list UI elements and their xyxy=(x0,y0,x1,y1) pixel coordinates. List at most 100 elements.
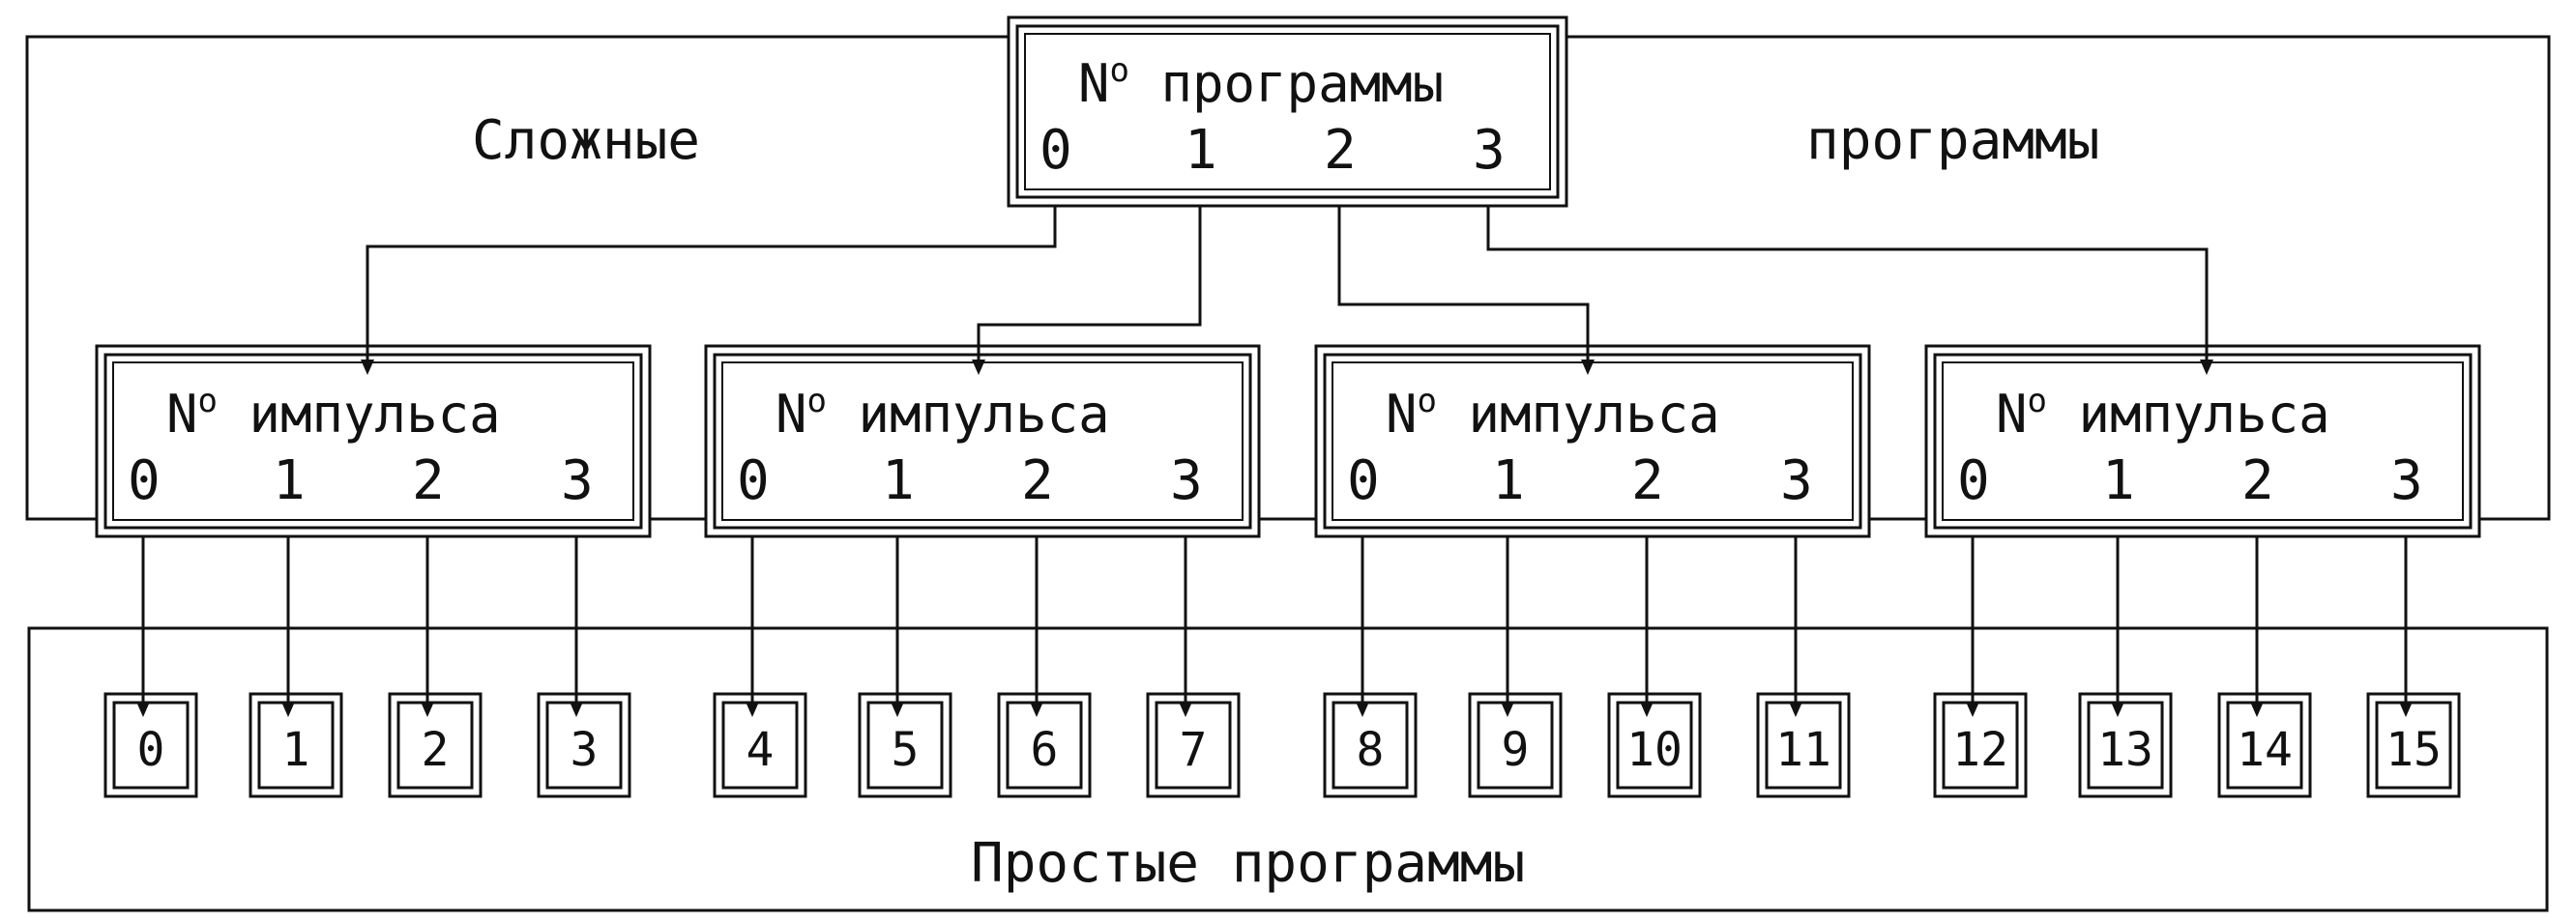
simple-program-number-9: 9 xyxy=(1501,723,1530,777)
pulse-1-digit-1: 1 xyxy=(882,449,915,512)
pulse-3-digit-2: 2 xyxy=(2241,449,2274,512)
pulse-1-digit-0: 0 xyxy=(737,449,770,512)
program-wire-0 xyxy=(366,206,1057,361)
program-wire-1 xyxy=(977,206,1202,361)
program-selector-box xyxy=(1007,15,1568,208)
complex-programs-label-right: программы xyxy=(1806,109,2100,172)
simple-program-box-12 xyxy=(1933,692,2028,798)
complex-frame-left xyxy=(25,35,1009,521)
program-wire-arrow-0 xyxy=(361,360,374,375)
pulse-selector-box-3 xyxy=(1924,344,2481,538)
pulse-selector-box-2-inner xyxy=(1323,353,1862,530)
simple-wire-arrow-7 xyxy=(1179,702,1192,717)
simple-program-number-15: 15 xyxy=(2386,723,2442,777)
simple-program-number-4: 4 xyxy=(746,723,775,777)
simple-wire-arrow-15 xyxy=(2399,702,2413,717)
simple-program-box-11-inner xyxy=(1765,701,1842,790)
pulse-selector-box-3-inner xyxy=(1933,353,2473,530)
pulse-1-digit-2: 2 xyxy=(1021,449,1054,512)
simple-program-box-12-inner xyxy=(1942,701,2019,790)
pulse-2-digit-0: 0 xyxy=(1347,449,1380,512)
simple-program-box-13-inner xyxy=(2087,701,2164,790)
pulse-selector-title-3-number-sup: o xyxy=(2027,382,2047,420)
pulse-selector-title-3: No импульса xyxy=(1996,385,2330,441)
simple-program-box-9-inner xyxy=(1477,701,1554,790)
pulse-0-digit-2: 2 xyxy=(412,449,445,512)
simple-program-number-12: 12 xyxy=(1952,723,2008,777)
pulse-selector-title-0-number-sup: o xyxy=(197,382,218,420)
simple-wire-arrow-0 xyxy=(136,702,150,717)
program-selector-box-core xyxy=(1024,33,1551,190)
program-selector-title: No программы xyxy=(1078,54,1444,110)
pulse-selector-box-1-inner xyxy=(713,353,1252,530)
pulse-0-digit-3: 3 xyxy=(561,449,594,512)
simple-program-box-8 xyxy=(1323,692,1418,798)
simple-program-box-5-inner xyxy=(866,701,944,790)
program-selector-title-number-sup: o xyxy=(1109,51,1129,90)
pulse-3-digit-1: 1 xyxy=(2102,449,2135,512)
simple-program-box-2-inner xyxy=(396,701,474,790)
simple-program-box-4-inner xyxy=(721,701,799,790)
simple-program-box-14-inner xyxy=(2226,701,2303,790)
pulse-2-digit-3: 3 xyxy=(1780,449,1813,512)
program-selector-box-inner xyxy=(1015,24,1560,199)
simple-program-number-1: 1 xyxy=(281,723,310,777)
simple-program-box-7-inner xyxy=(1155,701,1232,790)
program-selector-title-word: программы xyxy=(1129,53,1445,114)
program-wire-2 xyxy=(1337,206,1590,361)
simple-programs-label: Простые программы xyxy=(971,832,1526,895)
pulse-selector-title-3-number-sign: N xyxy=(1996,384,2028,445)
simple-program-box-1-inner xyxy=(257,701,335,790)
complex-programs-label-left: Сложные xyxy=(472,109,701,172)
simple-program-number-7: 7 xyxy=(1179,723,1208,777)
pulse-selector-title-1-number-sup: o xyxy=(806,382,827,420)
simple-program-box-1 xyxy=(249,692,343,798)
simple-wire-arrow-3 xyxy=(570,702,583,717)
pulse-selector-title-2-word: импульса xyxy=(1437,384,1720,445)
simple-wire-arrow-14 xyxy=(2250,702,2264,717)
program-digit-1: 1 xyxy=(1185,119,1217,182)
simple-program-number-5: 5 xyxy=(891,723,920,777)
simple-program-box-8-inner xyxy=(1332,701,1409,790)
program-digit-3: 3 xyxy=(1473,119,1506,182)
simple-program-box-3 xyxy=(537,692,631,798)
program-wire-arrow-1 xyxy=(972,360,985,375)
pulse-2-digit-1: 1 xyxy=(1492,449,1525,512)
simple-program-box-0-inner xyxy=(112,701,190,790)
simple-wire-arrow-4 xyxy=(746,702,759,717)
program-wire-arrow-3 xyxy=(2200,360,2213,375)
simple-program-number-6: 6 xyxy=(1030,723,1059,777)
pulse-0-digit-1: 1 xyxy=(273,449,306,512)
simple-wire-arrow-12 xyxy=(1966,702,1979,717)
pulse-selector-title-0: No импульса xyxy=(166,385,501,441)
pulse-selector-box-2 xyxy=(1314,344,1871,538)
pulse-selector-title-3-word: импульса xyxy=(2047,384,2330,445)
pulse-3-digit-0: 0 xyxy=(1957,449,1990,512)
simple-program-box-14 xyxy=(2217,692,2312,798)
program-wire-arrow-2 xyxy=(1581,360,1595,375)
pulse-selector-title-2-number-sign: N xyxy=(1386,384,1418,445)
simple-wire-arrow-6 xyxy=(1030,702,1043,717)
pulse-selector-box-0 xyxy=(95,344,652,538)
simple-wire-arrow-1 xyxy=(281,702,295,717)
simple-program-number-10: 10 xyxy=(1626,723,1683,777)
pulse-3-digit-3: 3 xyxy=(2390,449,2423,512)
simple-wire-arrow-9 xyxy=(1501,702,1514,717)
pulse-selector-title-1-number-sign: N xyxy=(776,384,807,445)
pulse-selector-title-1-word: импульса xyxy=(827,384,1110,445)
pulse-1-digit-3: 3 xyxy=(1170,449,1203,512)
simple-wire-arrow-13 xyxy=(2111,702,2124,717)
simple-program-box-7 xyxy=(1146,692,1241,798)
program-wire-3 xyxy=(1486,206,2209,361)
pulse-selector-box-1 xyxy=(704,344,1261,538)
pulse-selector-title-1: No импульса xyxy=(776,385,1110,441)
simple-program-number-3: 3 xyxy=(570,723,599,777)
simple-program-number-13: 13 xyxy=(2097,723,2153,777)
program-selector-title-number-sign: N xyxy=(1078,53,1110,114)
simple-wire-arrow-5 xyxy=(891,702,904,717)
simple-program-box-10 xyxy=(1607,692,1702,798)
simple-program-box-5 xyxy=(858,692,952,798)
simple-wire-arrow-2 xyxy=(421,702,434,717)
